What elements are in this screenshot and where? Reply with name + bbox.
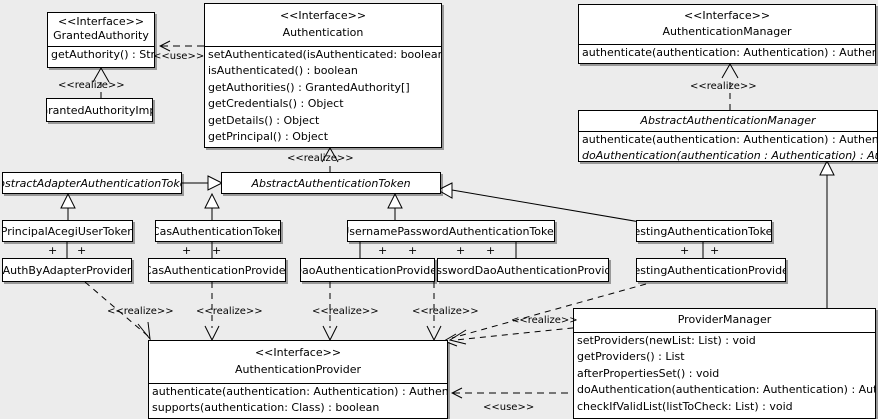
member: checkIfValidList(listToCheck: List) : vo… [577, 399, 793, 413]
class-principal-acegi-user-token[interactable]: PrincipalAcegiUserToken [2, 220, 133, 242]
class-name: AuthenticationManager [662, 24, 792, 38]
class-header: <<Interface>> GrantedAuthority [48, 13, 154, 46]
class-testing-authentication-token[interactable]: TestingAuthenticationToken [636, 220, 772, 242]
member: supports(authentication: Class) : boolea… [152, 401, 380, 415]
member: authenticate(authentication: Authenticat… [582, 132, 877, 146]
stereotype-label: <<Interface>> [254, 346, 342, 359]
members-compartment: authenticate(authentication: Authenticat… [579, 43, 875, 62]
stereotype-label: <<Interface>> [683, 9, 771, 22]
class-name: AuthenticationProvider [234, 362, 362, 376]
member: getAuthority() : String [51, 47, 155, 61]
class-dao-authentication-provider[interactable]: DaoAuthenticationProvider [300, 258, 435, 282]
member: doAuthentication(authentication: Authent… [577, 383, 876, 397]
member: getCredentials() : Object [208, 97, 344, 111]
member: doAuthentication(authentication : Authen… [582, 149, 877, 162]
class-name: TestingAuthenticationProvider [636, 263, 786, 277]
class-granted-authority[interactable]: <<Interface>> GrantedAuthority getAuthor… [47, 12, 155, 68]
multiplicity-marker: + [77, 244, 87, 257]
class-abstract-adapter-authentication-token[interactable]: AbstractAdapterAuthenticationToken [2, 172, 182, 194]
member: setProviders(newList: List) : void [577, 333, 756, 347]
member: getProviders() : List [577, 350, 685, 364]
class-header: ProviderManager [574, 309, 875, 332]
multiplicity-marker: + [212, 244, 222, 257]
class-header: <<Interface>> AuthenticationProvider [149, 341, 447, 383]
class-name: AbstractAuthenticationToken [251, 176, 411, 190]
class-username-password-authentication-token[interactable]: UsernamePasswordAuthenticationToken [347, 220, 555, 242]
relation-label-realize-auth-by-adapter: <<realize>> [107, 306, 174, 317]
class-name: PrincipalAcegiUserToken [2, 224, 133, 238]
members-compartment: setAuthenticated(isAuthenticated: boolea… [205, 45, 441, 146]
multiplicity-marker: + [182, 244, 192, 257]
member: getAuthorities() : GrantedAuthority[] [208, 80, 410, 94]
member: authenticate(authentication: Authenticat… [152, 384, 447, 398]
class-header: <<Interface>> Authentication [205, 4, 441, 46]
class-name: CasAuthenticationProvider [148, 263, 286, 277]
class-name: PasswordDaoAuthenticationProvider [437, 263, 608, 277]
relation-label-realize-abstract-authentication-token: <<realize>> [287, 153, 354, 164]
member: getDetails() : Object [208, 113, 320, 127]
class-name: TestingAuthenticationToken [636, 224, 772, 238]
class-name: AuthByAdapterProvider [2, 263, 132, 277]
class-testing-authentication-provider[interactable]: TestingAuthenticationProvider [636, 258, 786, 282]
relation-label-use-provider-manager: <<use>> [483, 402, 535, 413]
multiplicity-marker: + [408, 244, 418, 257]
class-name: CasAuthenticationToken [155, 224, 281, 238]
members-compartment: setProviders(newList: List) : void getPr… [574, 331, 876, 416]
multiplicity-marker: + [486, 244, 496, 257]
class-authentication-provider[interactable]: <<Interface>> AuthenticationProvider aut… [148, 340, 448, 419]
stereotype-label: <<Interface>> [57, 15, 145, 28]
member: isAuthenticated() : boolean [208, 64, 358, 78]
class-auth-by-adapter-provider[interactable]: AuthByAdapterProvider [2, 258, 132, 282]
member: authenticate(authentication: Authenticat… [582, 45, 875, 59]
stereotype-label: <<Interface>> [279, 9, 367, 22]
members-compartment: getAuthority() : String [48, 45, 155, 64]
class-name: Authentication [282, 25, 364, 39]
multiplicity-marker: + [710, 244, 720, 257]
class-name: GrantedAuthorityImpl [46, 103, 152, 117]
member: getPrincipal() : Object [208, 130, 329, 144]
class-password-dao-authentication-provider[interactable]: PasswordDaoAuthenticationProvider [437, 258, 609, 282]
multiplicity-marker: + [378, 244, 388, 257]
multiplicity-marker: + [48, 244, 58, 257]
relation-label-realize-granted-authority-impl: <<realize>> [58, 80, 125, 91]
relation-label-realize-dao: <<realize>> [312, 306, 379, 317]
relation-label-realize-abstract-authentication-manager: <<realize>> [690, 81, 757, 92]
multiplicity-marker: + [456, 244, 466, 257]
relation-label-realize-provider-manager: <<realize>> [511, 315, 578, 326]
class-name: AbstractAuthenticationManager [640, 114, 816, 127]
member: setAuthenticated(isAuthenticated: boolea… [208, 47, 441, 61]
multiplicity-marker: + [680, 244, 690, 257]
class-authentication-manager[interactable]: <<Interface>> AuthenticationManager auth… [578, 4, 876, 64]
member: afterPropertiesSet() : void [577, 366, 720, 380]
class-name: DaoAuthenticationProvider [300, 263, 435, 277]
class-header: <<Interface>> AuthenticationManager [579, 5, 875, 44]
class-name: ProviderManager [677, 313, 772, 326]
class-name: AbstractAdapterAuthenticationToken [3, 176, 181, 190]
members-compartment: authenticate(authentication: Authenticat… [579, 130, 877, 162]
relation-label-realize-cas: <<realize>> [196, 306, 263, 317]
class-abstract-authentication-manager[interactable]: AbstractAuthenticationManager authentica… [578, 110, 878, 162]
class-cas-authentication-provider[interactable]: CasAuthenticationProvider [148, 258, 286, 282]
class-name: UsernamePasswordAuthenticationToken [347, 224, 555, 238]
class-authentication[interactable]: <<Interface>> Authentication setAuthenti… [204, 3, 442, 148]
class-header: AbstractAuthenticationManager [579, 111, 877, 131]
relation-label-realize-password-dao: <<realize>> [412, 306, 479, 317]
class-cas-authentication-token[interactable]: CasAuthenticationToken [155, 220, 281, 242]
class-provider-manager[interactable]: ProviderManager setProviders(newList: Li… [573, 308, 876, 419]
relation-label-use-granted-authority: <<use>> [153, 51, 205, 62]
class-abstract-authentication-token[interactable]: AbstractAuthenticationToken [221, 172, 441, 194]
members-compartment: authenticate(authentication: Authenticat… [149, 382, 447, 417]
class-name: GrantedAuthority [53, 28, 149, 42]
class-granted-authority-impl[interactable]: GrantedAuthorityImpl [46, 98, 153, 122]
